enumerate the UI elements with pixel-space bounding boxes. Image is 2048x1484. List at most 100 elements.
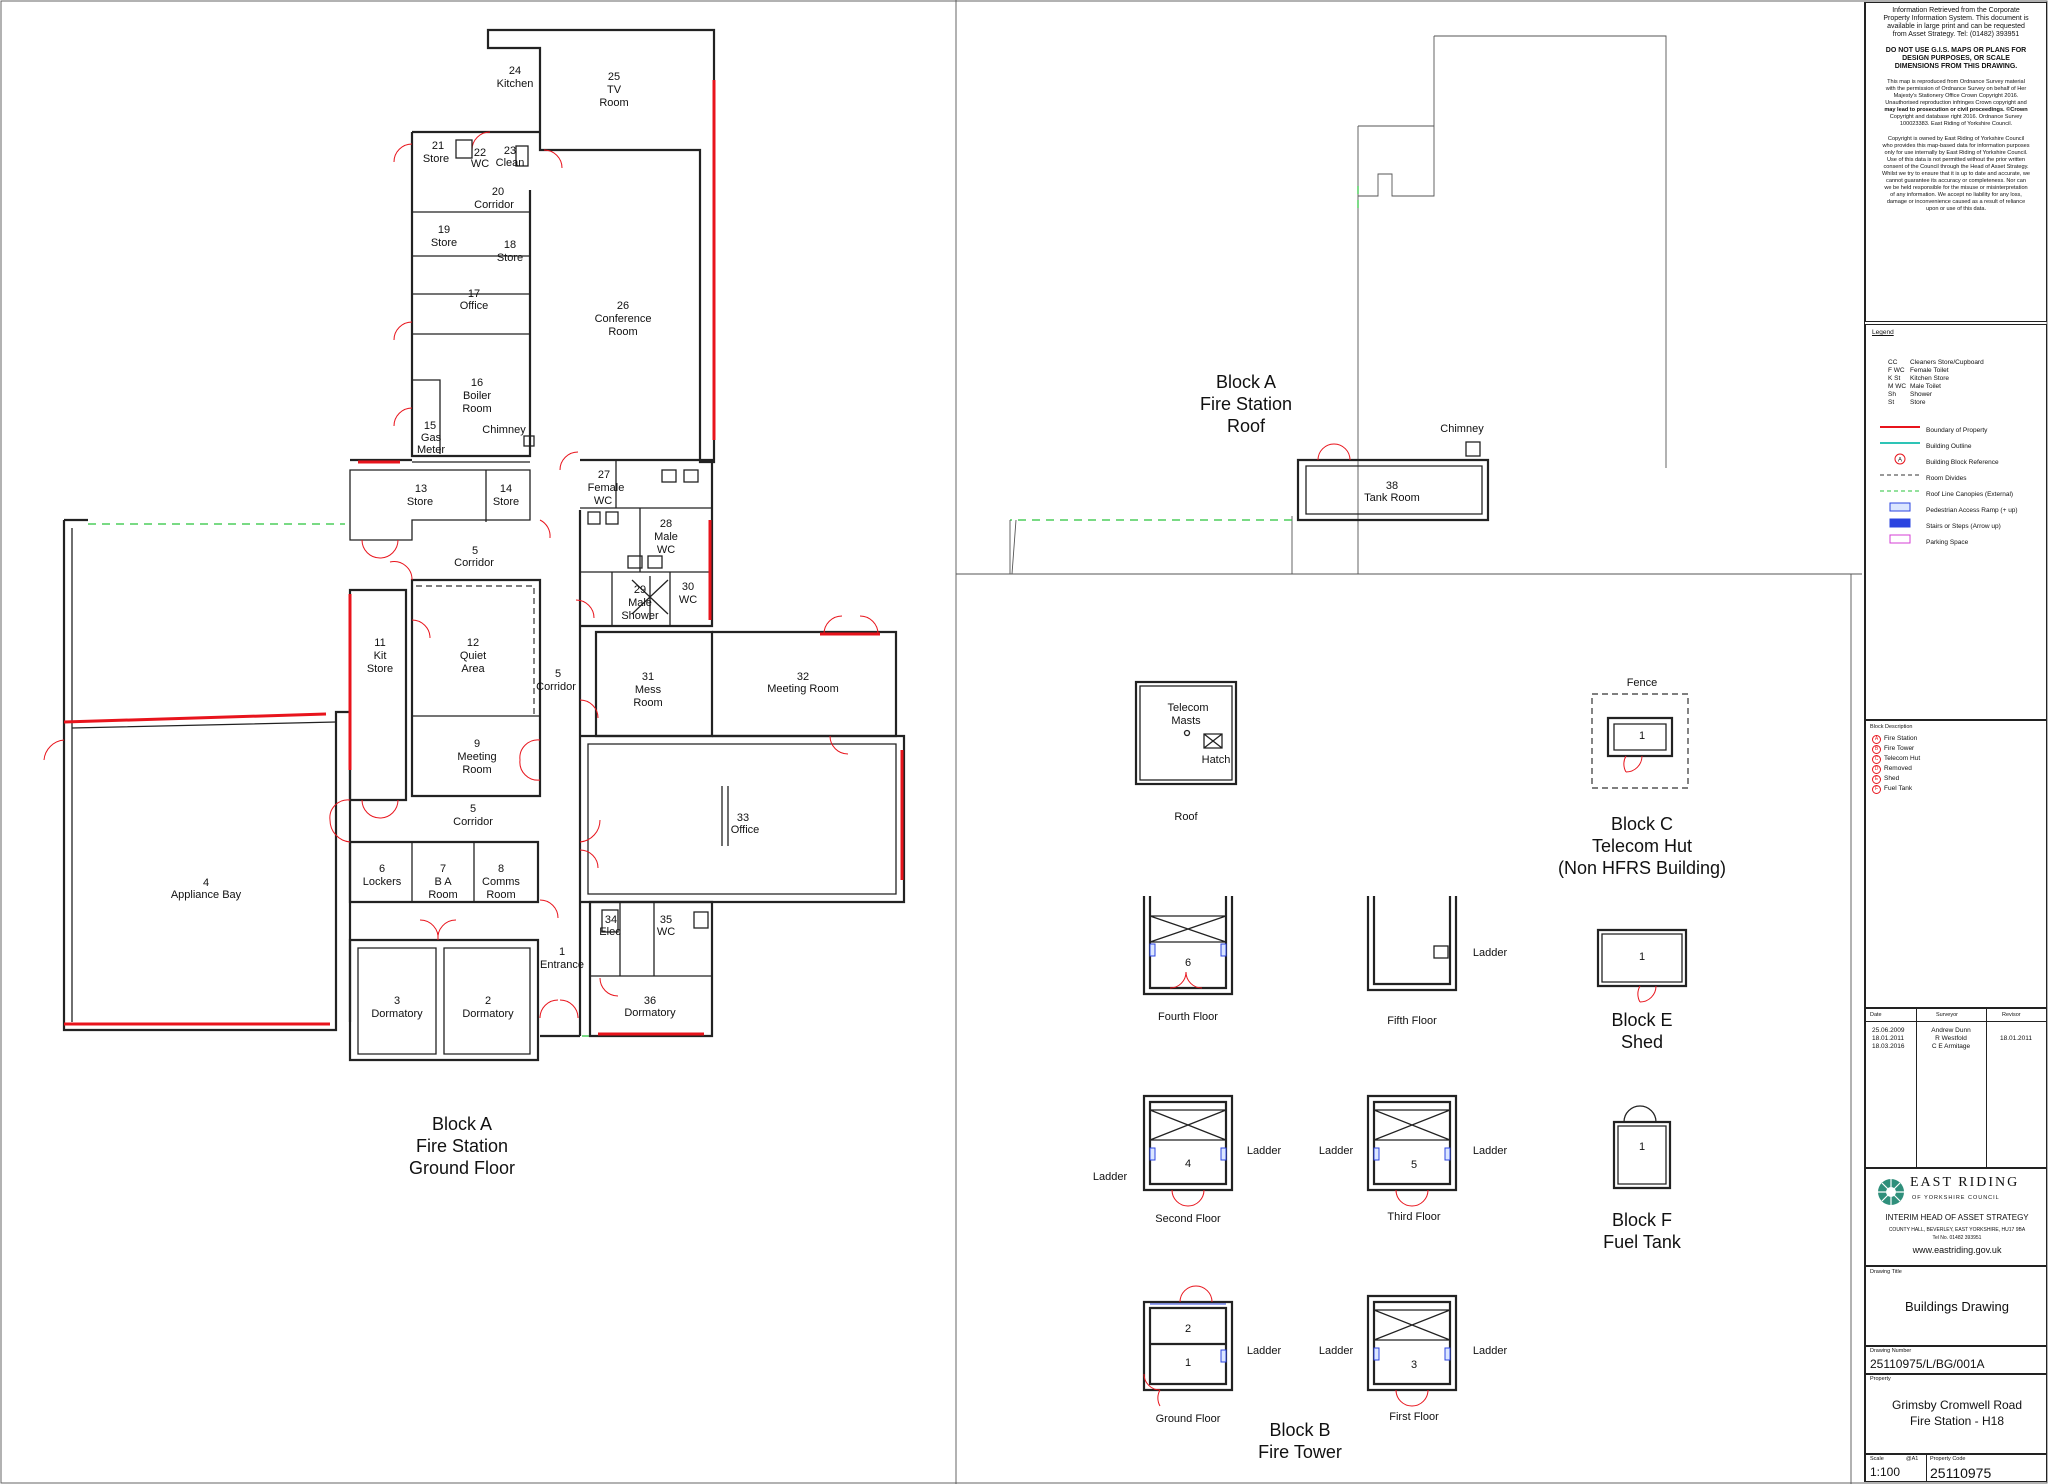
room-number: 1 [559, 946, 565, 958]
block-c-title-line1: Block C [1611, 814, 1673, 834]
ground-floor-plan [62, 28, 906, 1062]
fourth-floor-number: 6 [1185, 957, 1191, 969]
room-number: 14 [500, 483, 512, 495]
room-name: Lockers [363, 876, 402, 888]
telecom-masts-line1: Telecom [1168, 702, 1209, 714]
ground-floor-title-line2: Fire Station [416, 1136, 508, 1156]
elec-panel [601, 909, 619, 933]
room-number: 31 [642, 671, 654, 683]
door-arc [329, 819, 351, 843]
room-number: 33 [737, 812, 749, 824]
ladder-marker [1444, 1147, 1451, 1161]
door-arc [361, 539, 381, 559]
property-code: 25110975 [1930, 1465, 1992, 1481]
interim-label: INTERIM HEAD OF ASSET STRATEGY [1885, 1213, 2029, 1222]
property-box: Property Grimsby Cromwell Road Fire Stat… [1865, 1374, 2047, 1454]
abbrev-desc: Cleaners Store/Cupboard [1910, 359, 1984, 366]
block-name: Fire Tower [1884, 745, 1915, 752]
block-c-telecom-hut: 1 Fence Block C Telecom Hut (Non HFRS Bu… [1558, 677, 1726, 878]
block-c-title-line2: Telecom Hut [1592, 836, 1692, 856]
block-letter: D [1872, 765, 1881, 774]
logo-name: EAST RIDING [1910, 1175, 2020, 1190]
wall-quiet-meeting [410, 578, 542, 798]
block-letter: F [1872, 785, 1881, 794]
copyright-line: Use of this data is not permitted withou… [1886, 157, 2026, 163]
rev-date: 25.06.2009 [1872, 1027, 1905, 1034]
room-name: Store [407, 496, 433, 508]
room-number: 7 [440, 863, 446, 875]
room-number: 28 [660, 518, 672, 530]
room-number: 26 [617, 300, 629, 312]
room-number: 30 [682, 581, 694, 593]
room-name: Meter [417, 444, 445, 456]
room-name: Clean [496, 157, 525, 169]
block-ref-swatch [1894, 453, 1906, 465]
drawing-title: Buildings Drawing [1904, 1299, 2010, 1314]
room-name: Room [462, 764, 491, 776]
wall-elec-wc-dividers [590, 902, 712, 977]
room-name: Quiet [460, 650, 486, 662]
room-number: 16 [471, 377, 483, 389]
room-name: Corridor [454, 557, 494, 569]
door-arc [361, 799, 381, 819]
council-website[interactable]: www.eastriding.gov.uk [1912, 1245, 2002, 1255]
ladder-marker [1149, 1147, 1156, 1161]
stair-marks [721, 786, 729, 846]
info-box: Information Retrieved from the Corporate… [1865, 2, 2047, 322]
ladder-marker [1220, 1349, 1227, 1363]
symbol-label: Room Divides [1926, 475, 1967, 482]
rev-surveyor: C E Armitage [1931, 1043, 1971, 1050]
second-floor-number: 4 [1185, 1158, 1191, 1170]
wall-elec-wc-dorm [588, 900, 714, 1038]
room-number: 22 [474, 147, 486, 159]
room-number: 5 [472, 545, 478, 557]
room-name: WC [679, 594, 697, 606]
toilet-fixture [693, 911, 709, 929]
property-code-label: Property Code [1930, 1456, 1966, 1462]
info-line: Property Information System. This docume… [1883, 15, 2029, 22]
abbrev-desc: Kitchen Store [1910, 375, 1950, 382]
abbrev-code: K St [1888, 375, 1901, 382]
door-arc [829, 735, 849, 755]
sink-fixture [587, 511, 601, 525]
room-name: Shower [621, 610, 659, 622]
boundary-line [63, 712, 327, 724]
abbrev-code: M WC [1888, 383, 1907, 390]
abbrev-row: K St Kitchen Store [1888, 375, 1984, 383]
door-arc [379, 539, 399, 559]
block-letter: A [1872, 735, 1881, 744]
room-number: 34 [605, 914, 617, 926]
ladder-marker [1149, 943, 1156, 957]
copyright-line: Whilst we try to ensure that it is up to… [1882, 171, 2030, 177]
symbol-label: Boundary of Property [1926, 427, 1988, 434]
room-number: 25 [608, 71, 620, 83]
shower-arrows [631, 576, 669, 620]
room-name: WC [471, 158, 489, 170]
hut-outline [1606, 716, 1674, 758]
wall-lockers-comms [348, 840, 540, 904]
info-line: from Asset Strategy. Tel: (01482) 393951 [1892, 31, 2020, 38]
room-name: Male [628, 597, 652, 609]
os-line: This map is reproduced from Ordnance Sur… [1887, 79, 2025, 85]
os-line: with the permission of Ordnance Survey o… [1885, 86, 2027, 92]
abbrev-code: St [1888, 399, 1895, 406]
room-number: 13 [415, 483, 427, 495]
tower-roof-outline [1134, 680, 1238, 786]
first-floor-label: First Floor [1389, 1411, 1439, 1423]
door-arc [539, 519, 551, 539]
chimney-fixture [1465, 441, 1481, 457]
door-arc [599, 977, 619, 997]
door-arc [823, 615, 843, 635]
room-number: 3 [394, 995, 400, 1007]
door-arc [1395, 1389, 1429, 1407]
room-name: Meeting [457, 751, 496, 763]
fifth-floor-label: Fifth Floor [1387, 1015, 1437, 1027]
rev-surveyor: R Westfold [1935, 1035, 1967, 1042]
